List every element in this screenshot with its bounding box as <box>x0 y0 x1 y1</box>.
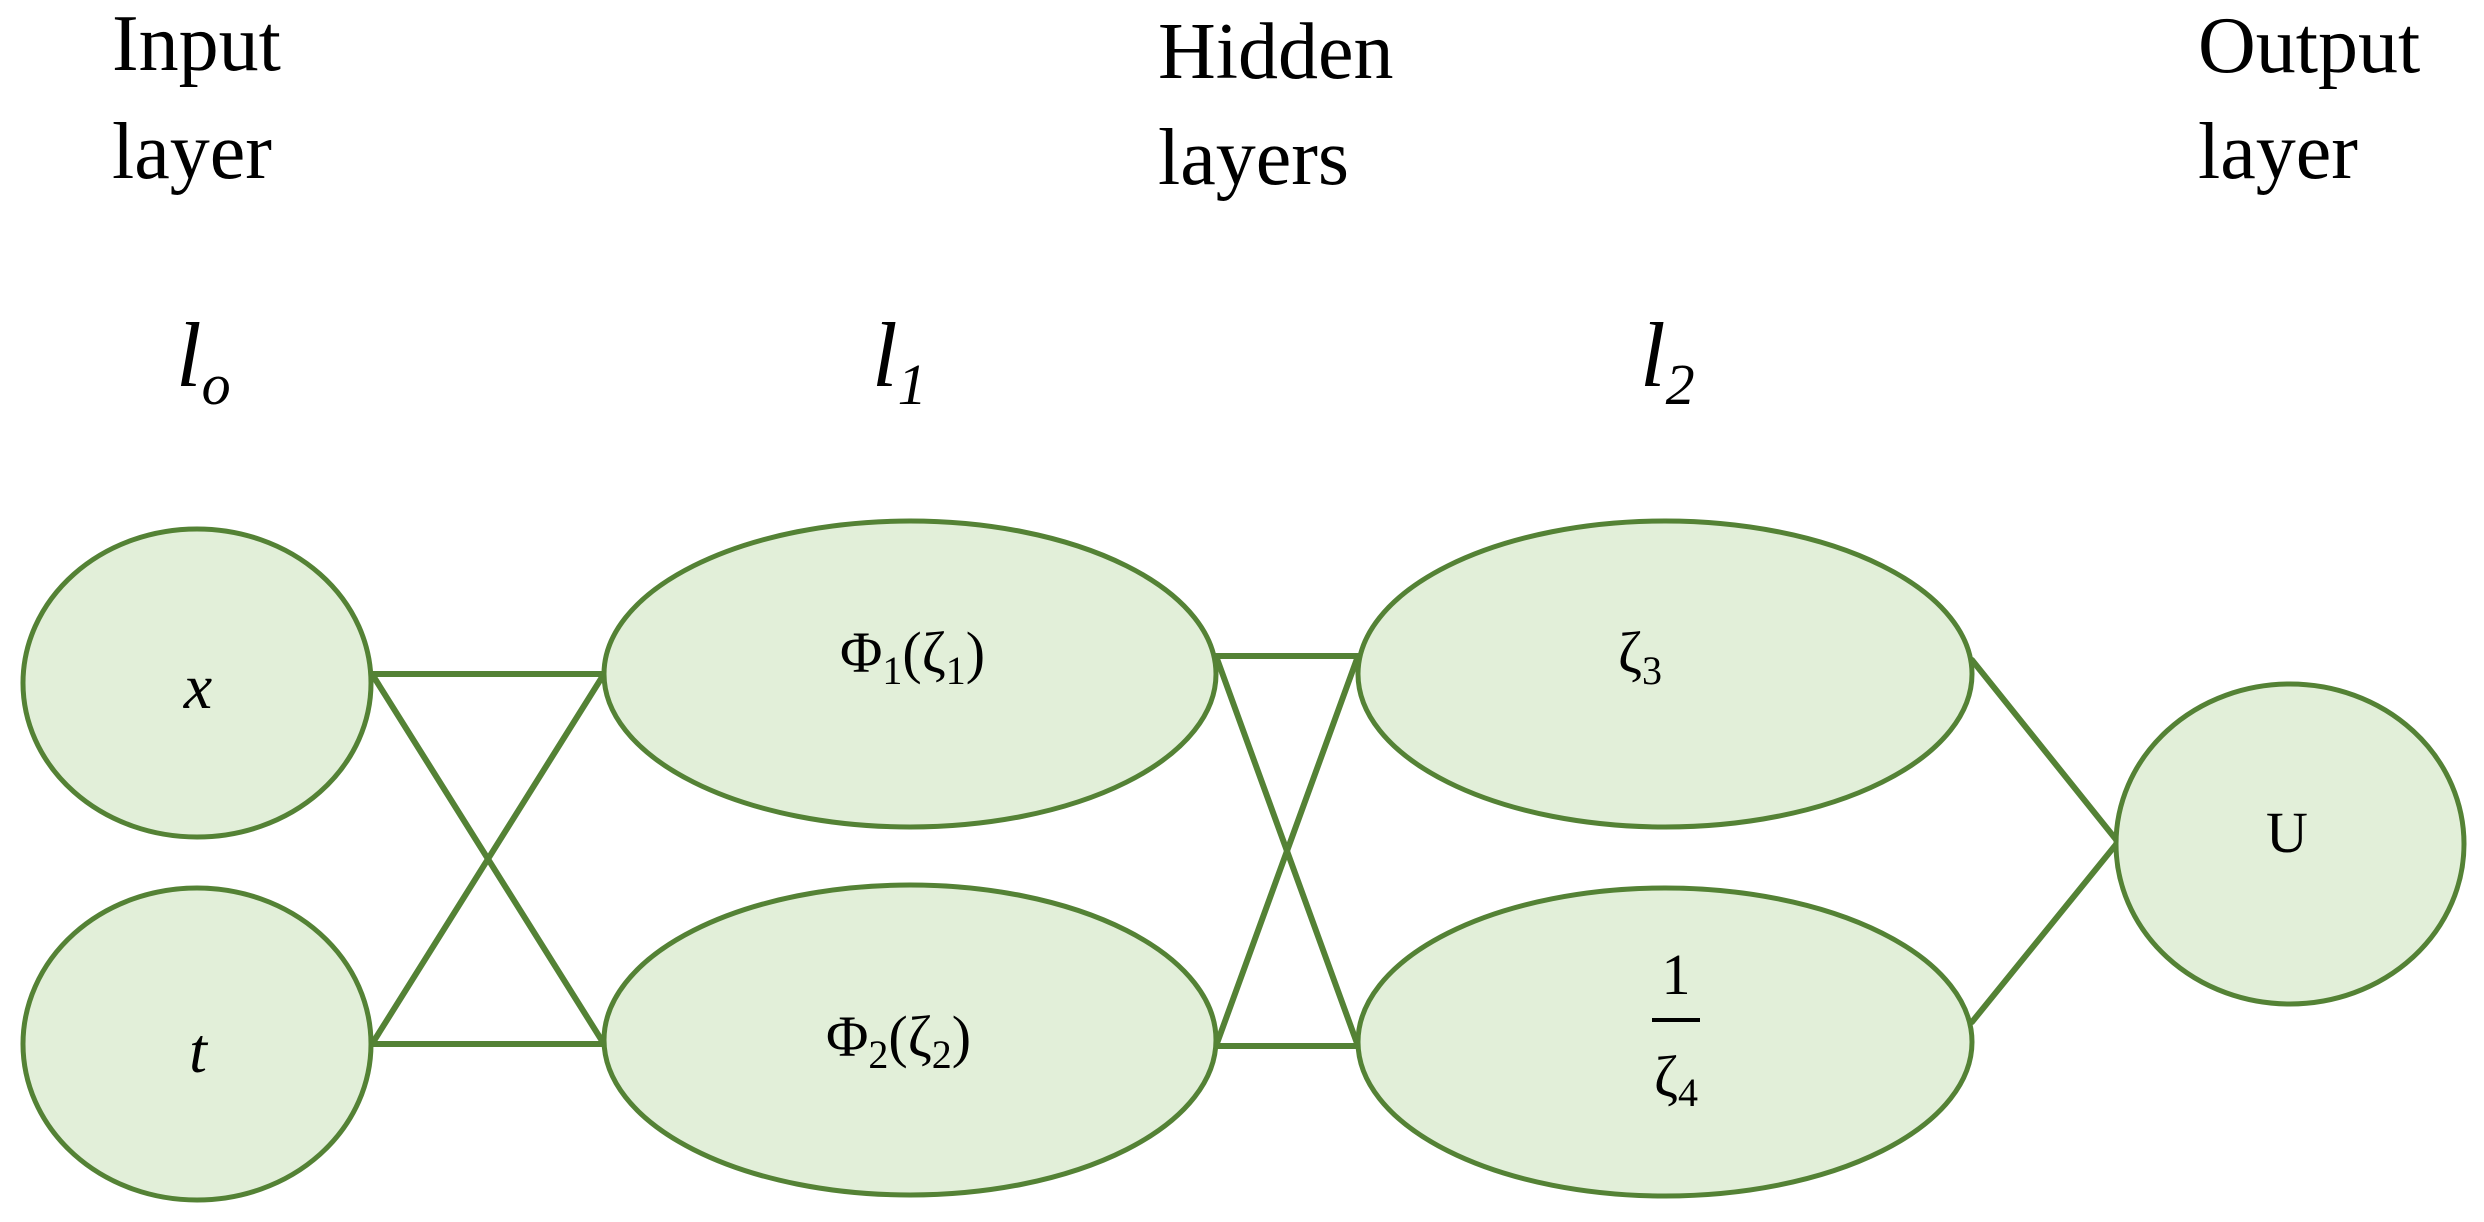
heading-output-line1: Output <box>2198 2 2420 90</box>
node-phi1-close-paren: ) <box>966 620 985 685</box>
node-phi2-arg-sub: 2 <box>932 1032 952 1077</box>
edges-group <box>369 653 2121 1049</box>
edge-invzeta4-u <box>1969 839 2121 1025</box>
node-phi2-arg: ζ <box>908 1004 932 1069</box>
heading-input-line1: Input <box>112 0 281 88</box>
node-phi2-base: Φ <box>826 1004 868 1069</box>
node-x <box>20 526 374 840</box>
nodes-group <box>20 518 2467 1203</box>
node-zeta3-base: ζ <box>1618 620 1642 685</box>
node-phi1-arg-sub: 1 <box>946 648 966 693</box>
layer-label-l1: l1 <box>872 304 927 417</box>
heading-input-layer: Input layer <box>112 0 281 196</box>
layer-label-l1-sub: 1 <box>898 352 927 417</box>
node-inv-zeta4 <box>1355 885 1975 1199</box>
node-phi2-base-sub: 2 <box>868 1032 888 1077</box>
heading-output-layer: Output layer <box>2198 2 2420 196</box>
edge-zeta3-u <box>1969 657 2121 845</box>
node-phi2-close-paren: ) <box>952 1004 971 1069</box>
layer-label-l0-sub: o <box>202 352 231 417</box>
node-u-label: U <box>2266 800 2308 865</box>
node-inv-zeta4-base: ζ <box>1654 1044 1678 1109</box>
node-inv-zeta4-sub: 4 <box>1678 1070 1698 1115</box>
node-inv-zeta4-numerator: 1 <box>1662 942 1691 1007</box>
node-phi1-base-sub: 1 <box>882 648 902 693</box>
node-u <box>2113 681 2467 1007</box>
layer-label-l2-base: l <box>1640 304 1666 406</box>
heading-input-line2: layer <box>112 108 272 196</box>
heading-hidden-line2: layers <box>1158 114 1349 202</box>
node-t-label: t <box>189 1015 209 1086</box>
edge-phi2-zeta3 <box>1213 653 1361 1049</box>
node-inv-zeta4-label: 1 ζ4 <box>1652 942 1700 1115</box>
layer-label-l2-sub: 2 <box>1666 352 1695 417</box>
node-inv-zeta4-denominator: ζ4 <box>1654 1044 1698 1115</box>
node-zeta3-sub: 3 <box>1642 648 1662 693</box>
node-t <box>20 885 374 1203</box>
node-phi1-label: Φ1(ζ1) <box>840 620 985 693</box>
layer-label-l0: lo <box>176 304 231 417</box>
heading-hidden-layers: Hidden layers <box>1158 8 1394 202</box>
node-phi2-label: Φ2(ζ2) <box>826 1004 971 1077</box>
node-phi1-open-paren: ( <box>902 620 921 685</box>
node-phi2-open-paren: ( <box>888 1004 907 1069</box>
node-x-label: x <box>183 651 212 722</box>
edge-t-phi1 <box>369 671 607 1047</box>
layer-label-l0-base: l <box>176 304 202 406</box>
node-phi1-arg: ζ <box>922 620 946 685</box>
heading-hidden-line1: Hidden <box>1158 8 1394 96</box>
node-zeta3-label: ζ3 <box>1618 620 1662 693</box>
layer-label-l2: l2 <box>1640 304 1695 417</box>
node-zeta3 <box>1355 518 1975 830</box>
heading-output-line2: layer <box>2198 108 2358 196</box>
node-phi2 <box>601 882 1219 1198</box>
layer-label-l1-base: l <box>872 304 898 406</box>
node-phi1-base: Φ <box>840 620 882 685</box>
node-phi1 <box>601 518 1219 830</box>
